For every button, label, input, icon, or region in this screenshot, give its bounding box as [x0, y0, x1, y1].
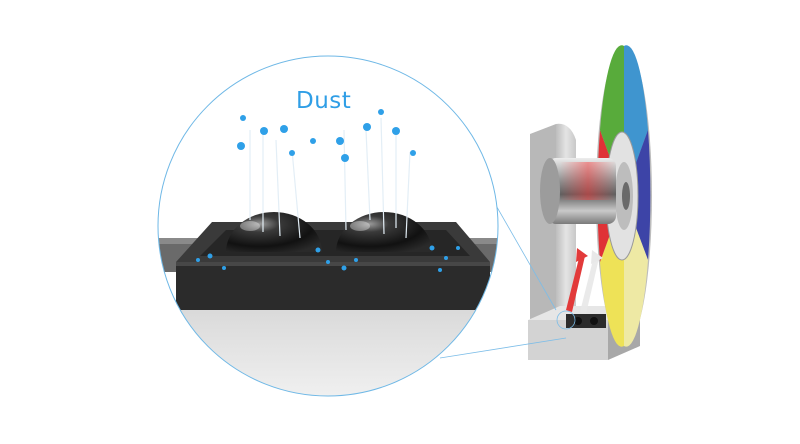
light-ray	[560, 162, 616, 314]
zoom-circle	[158, 56, 498, 396]
dust-particles	[196, 109, 460, 272]
zoom-circle-outline	[157, 55, 499, 397]
zoom-connector	[439, 187, 576, 359]
dust-label: Dust	[296, 88, 352, 114]
